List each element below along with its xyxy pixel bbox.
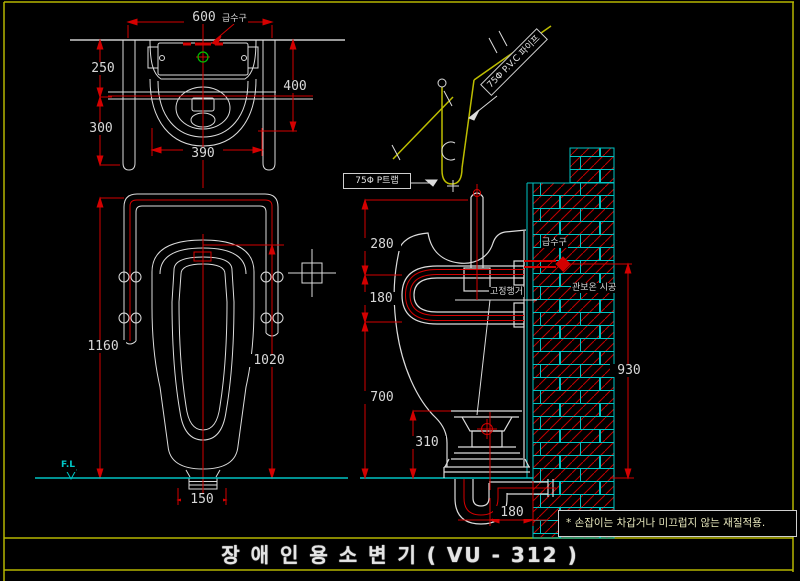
material-note-box: * 손잡이는 차갑거나 미끄럽지 않는 재질적용.	[558, 510, 797, 537]
dim-side-310: 310	[408, 436, 446, 449]
dim-side-700: 700	[363, 391, 401, 404]
dim-plan-390: 390	[183, 147, 223, 160]
dim-side-930: 930	[610, 364, 648, 377]
label-floor-level: F.L	[60, 459, 76, 472]
label-p-trap: 75Φ P트랩	[343, 173, 411, 189]
front-view-linework	[118, 193, 336, 490]
floor-line-front	[35, 469, 348, 481]
label-fixing-hanger: 고정행거	[489, 287, 525, 297]
dim-plan-250: 250	[84, 62, 122, 75]
label-side-water-inlet: 급수구	[541, 238, 568, 248]
side-view-linework	[393, 192, 554, 525]
dim-plan-width: 600	[184, 11, 224, 24]
frame-border	[3, 1, 794, 581]
dim-front-1160: 1160	[80, 340, 126, 353]
label-plan-water-inlet: 급수구	[221, 14, 248, 24]
dim-front-1020: 1020	[246, 354, 292, 367]
dim-side-trap-180: 180	[493, 506, 531, 519]
dim-side-280: 280	[363, 238, 401, 251]
dim-side-180: 180	[362, 292, 400, 305]
wall-section	[526, 147, 615, 539]
dim-plan-400: 400	[276, 80, 314, 93]
plan-view-water-inlet-mark	[197, 51, 209, 63]
dim-front-150: 150	[181, 493, 223, 506]
dim-plan-300: 300	[82, 122, 120, 135]
label-pipe-insulation: 관보온 시공	[571, 283, 618, 293]
plan-view-centerlines-dims	[96, 18, 313, 188]
title-block: 장 애 인 용 소 변 기 ( VU - 312 )	[221, 543, 579, 567]
pipe-detail-white	[391, 30, 508, 192]
